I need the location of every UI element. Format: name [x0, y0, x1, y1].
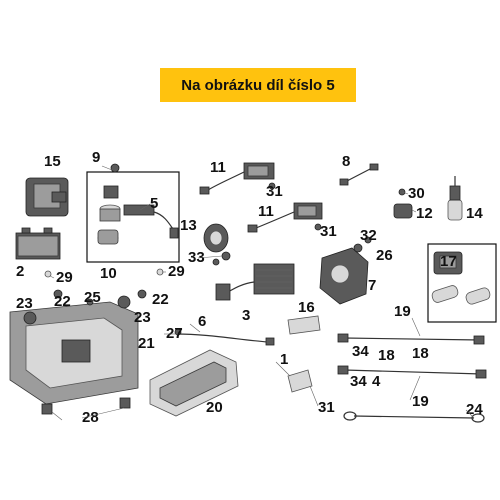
label-19-upper: 19 — [394, 303, 411, 320]
label-22-right: 22 — [152, 291, 169, 308]
label-17: 17 — [440, 253, 457, 270]
label-28: 28 — [82, 409, 99, 426]
label-27: 27 — [166, 325, 183, 342]
label-13: 13 — [180, 217, 197, 234]
label-15: 15 — [44, 153, 61, 170]
label-16: 16 — [298, 299, 315, 316]
label-10: 10 — [100, 265, 117, 282]
part-5-fuel-pump[interactable] — [97, 163, 179, 245]
part-6-harness[interactable] — [175, 333, 275, 346]
label-25: 25 — [84, 289, 101, 306]
label-7: 7 — [368, 277, 376, 294]
label-24: 24 — [466, 401, 483, 418]
part-21-battery-tray[interactable] — [9, 295, 139, 405]
label-31-upper: 31 — [266, 183, 283, 200]
label-34-upper: 34 — [352, 343, 369, 360]
part-16-bracket[interactable] — [287, 315, 321, 335]
label-1: 1 — [280, 351, 288, 368]
label-31-lower: 31 — [318, 399, 335, 416]
label-3: 3 — [242, 307, 250, 324]
part-13-horn[interactable] — [203, 223, 229, 266]
part-18-cable-lower[interactable] — [337, 365, 487, 379]
label-23-right: 23 — [134, 309, 151, 326]
label-9: 9 — [92, 149, 100, 166]
part-11-sensor-upper[interactable] — [199, 162, 276, 195]
part-17-relay-and-remotes[interactable] — [431, 251, 491, 305]
leader-lines — [49, 165, 475, 421]
label-11-lower: 11 — [258, 203, 274, 220]
part-12-switch[interactable] — [393, 188, 413, 219]
part-1-clamp[interactable] — [287, 369, 313, 393]
part-14-socket[interactable] — [447, 176, 463, 221]
label-29-left: 29 — [56, 269, 73, 286]
label-32: 32 — [360, 227, 377, 244]
part-3-regulator[interactable] — [215, 263, 295, 301]
label-2: 2 — [16, 263, 24, 280]
part-20-cover[interactable] — [149, 349, 239, 417]
part-8-lead[interactable] — [339, 163, 379, 186]
part-28-clips[interactable] — [41, 397, 131, 415]
label-21: 21 — [138, 335, 155, 352]
label-11-upper: 11 — [210, 159, 226, 176]
label-5: 5 — [150, 195, 158, 212]
label-20: 20 — [206, 399, 223, 416]
part-5-group-frame — [86, 171, 180, 263]
label-29-right: 29 — [168, 263, 185, 280]
label-6: 6 — [198, 313, 206, 330]
part-15-module[interactable] — [25, 177, 69, 217]
fasteners — [44, 236, 372, 336]
part-17-group-frame — [427, 243, 497, 323]
label-26: 26 — [376, 247, 393, 264]
label-30: 30 — [408, 185, 425, 202]
label-19-lower: 19 — [412, 393, 429, 410]
part-highlight-banner: Na obrázku díl číslo 5 — [160, 68, 356, 102]
part-18-cable-upper[interactable] — [337, 333, 485, 345]
label-23-left: 23 — [16, 295, 33, 312]
part-11-sensor-lower[interactable] — [247, 202, 323, 233]
part-24-cable[interactable] — [343, 411, 485, 423]
label-8: 8 — [342, 153, 350, 170]
label-18-right: 18 — [412, 345, 429, 362]
label-14: 14 — [466, 205, 483, 222]
label-18-left: 18 — [378, 347, 395, 364]
callout-labels: 15 9 11 8 5 31 30 12 14 11 31 13 32 26 2… — [16, 149, 483, 426]
label-4: 4 — [372, 373, 381, 390]
label-22-left: 22 — [54, 293, 71, 310]
label-31-middle: 31 — [320, 223, 337, 240]
part-7-unit[interactable] — [319, 243, 369, 305]
label-34-lower: 34 — [350, 373, 367, 390]
part-2-battery[interactable] — [15, 227, 61, 260]
label-33: 33 — [188, 249, 205, 266]
label-12: 12 — [416, 205, 433, 222]
